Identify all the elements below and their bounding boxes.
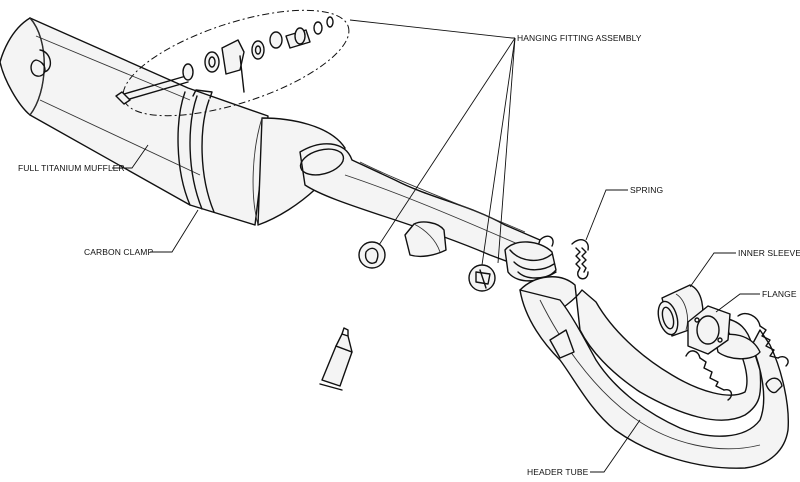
flange[interactable] — [687, 305, 731, 355]
link-pipe[interactable] — [298, 143, 554, 271]
label-carbon-clamp: CARBON CLAMP — [84, 247, 153, 257]
label-hanging-fitting-assembly: HANGING FITTING ASSEMBLY — [517, 33, 642, 43]
leader-lines — [112, 19, 760, 473]
spring-lower[interactable] — [685, 350, 733, 401]
label-full-titanium-muffler: FULL TITANIUM MUFFLER — [18, 163, 125, 173]
spring-upper[interactable] — [571, 239, 589, 280]
sealant-tube[interactable] — [319, 327, 353, 391]
hanging-fitting-assembly[interactable] — [111, 0, 496, 292]
label-header-tube: HEADER TUBE — [527, 467, 589, 477]
label-inner-sleeve: INNER SLEEVE — [738, 248, 800, 258]
spring-right[interactable] — [737, 312, 789, 367]
joint-rings[interactable] — [504, 241, 557, 282]
label-flange: FLANGE — [762, 289, 797, 299]
full-titanium-muffler[interactable] — [0, 17, 346, 226]
header-tube[interactable] — [519, 276, 790, 469]
label-spring: SPRING — [630, 185, 663, 195]
